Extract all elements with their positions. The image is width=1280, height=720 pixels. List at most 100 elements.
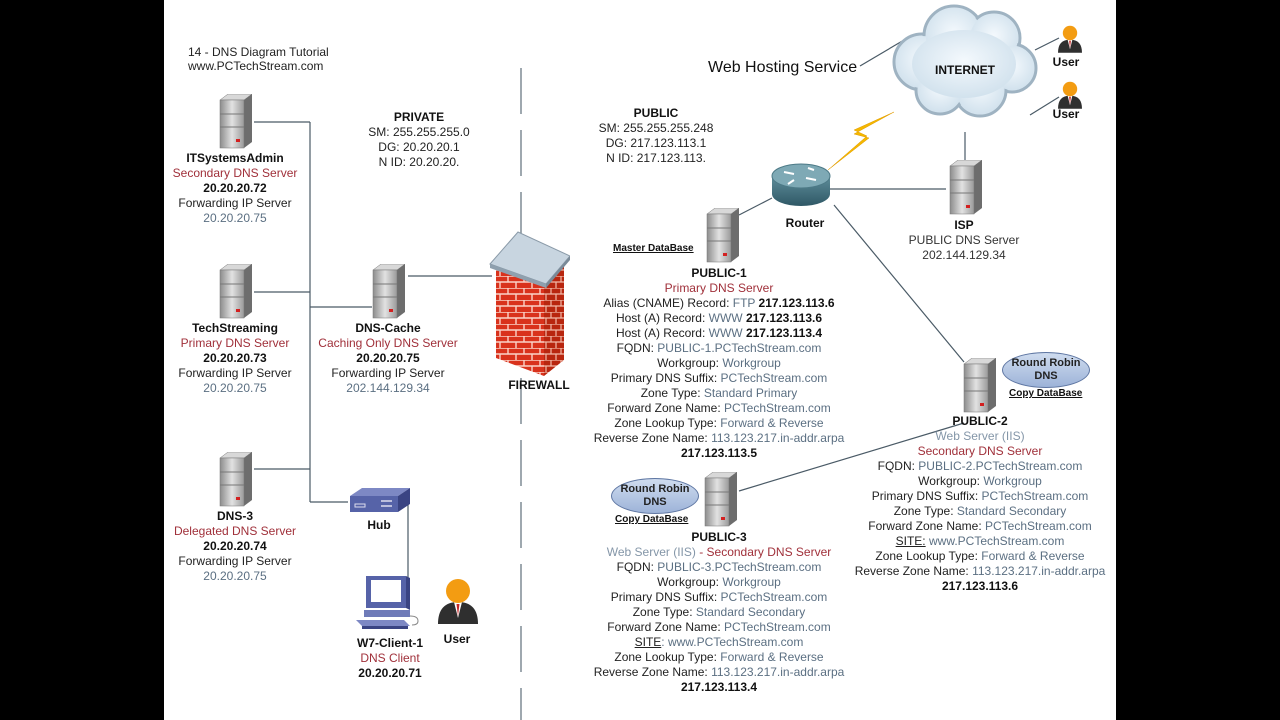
server-name: PUBLIC-3 xyxy=(691,530,747,544)
property-row: Primary DNS Suffix: PCTechStream.com xyxy=(594,590,845,605)
property-row: FQDN: PUBLIC-2.PCTechStream.com xyxy=(855,459,1106,474)
property-value: WWW xyxy=(708,326,746,340)
private-zone-info: PRIVATE SM: 255.255.255.0 DG: 20.20.20.1… xyxy=(368,110,469,170)
property-value: PCTechStream.com xyxy=(720,590,828,604)
property-value: : www.PCTechStream.com xyxy=(661,635,804,649)
badge-line: DNS xyxy=(643,496,667,508)
property-value: Forward & Reverse xyxy=(981,549,1085,563)
server-icon xyxy=(219,452,253,507)
server-icon xyxy=(706,208,740,263)
badge-line: Round Robin xyxy=(1011,357,1081,369)
firewall-label: FIREWALL xyxy=(508,378,570,392)
client-name: W7-Client-1 xyxy=(357,636,423,650)
user-label: User xyxy=(1052,107,1080,121)
property-row: Zone Type: Standard Secondary xyxy=(594,605,845,620)
diagram-header: 14 - DNS Diagram Tutorial www.PCTechStre… xyxy=(188,45,329,73)
property-row: Host (A) Record: WWW 217.123.113.4 xyxy=(594,326,845,341)
property-label: Primary DNS Suffix: xyxy=(610,371,721,385)
router-icon xyxy=(771,163,831,206)
property-label: Alias (CNAME) Record: xyxy=(603,296,733,310)
user-icon xyxy=(1058,81,1082,109)
server-forwarding-label: Forwarding IP Server xyxy=(178,366,292,380)
server-ip: 20.20.20.73 xyxy=(203,351,267,365)
server-forwarding-ip: 20.20.20.75 xyxy=(203,569,267,583)
user-icon xyxy=(1058,25,1082,53)
property-value: Forward & Reverse xyxy=(720,650,824,664)
property-row: FQDN: PUBLIC-3.PCTechStream.com xyxy=(594,560,845,575)
server-role: PUBLIC DNS Server xyxy=(908,233,1020,247)
property-value: 113.123.217.in-addr.arpa xyxy=(711,665,845,679)
property-row: Workgroup: Workgroup xyxy=(594,356,845,371)
web-hosting-label: Web Hosting Service xyxy=(708,59,858,76)
server-dns3[interactable]: DNS-3 Delegated DNS Server 20.20.20.74 F… xyxy=(174,509,296,584)
property-row: Forward Zone Name: PCTechStream.com xyxy=(594,620,845,635)
property-value: Workgroup xyxy=(722,575,781,589)
public-subnet-mask: SM: 255.255.255.248 xyxy=(598,121,714,135)
link-public1-router xyxy=(738,197,773,216)
link-web-hosting xyxy=(859,39,905,67)
link-user2 xyxy=(1029,96,1060,116)
client-role: DNS Client xyxy=(360,651,420,665)
property-row: Primary DNS Suffix: PCTechStream.com xyxy=(855,489,1106,504)
server-public1[interactable]: PUBLIC-1 Primary DNS Server Alias (CNAME… xyxy=(594,266,845,461)
server-roles: Web Server (IIS) - Secondary DNS Server xyxy=(594,545,845,560)
property-value: Standard Primary xyxy=(703,386,798,400)
server-name: ISP xyxy=(954,218,974,232)
property-label: Forward Zone Name: xyxy=(868,519,986,533)
property-label: Primary DNS Suffix: xyxy=(610,590,721,604)
property-value: PCTechStream.com xyxy=(985,519,1092,533)
server-ip: 20.20.20.74 xyxy=(203,539,267,553)
isp-server[interactable]: ISP PUBLIC DNS Server 202.144.129.34 xyxy=(909,218,1020,263)
server-ip: 217.123.113.4 xyxy=(680,680,758,694)
user-label: User xyxy=(1052,55,1080,69)
private-network-id: N ID: 20.20.20. xyxy=(378,155,460,169)
property-row: Zone Type: Standard Secondary xyxy=(855,504,1106,519)
server-forwarding-label: Forwarding IP Server xyxy=(178,554,292,568)
server-dns-cache[interactable]: DNS-Cache Caching Only DNS Server 20.20.… xyxy=(318,321,457,396)
server-forwarding-label: Forwarding IP Server xyxy=(178,196,292,210)
copy-database-tag: Copy DataBase xyxy=(615,514,689,525)
server-public3[interactable]: PUBLIC-3 Web Server (IIS) - Secondary DN… xyxy=(594,530,845,695)
server-role: Primary DNS Server xyxy=(180,336,290,350)
property-label: Reverse Zone Name: xyxy=(593,665,712,679)
badge-line: DNS xyxy=(1034,370,1058,382)
badge-line: Round Robin xyxy=(620,483,690,495)
property-value: www.PCTechStream.com xyxy=(925,534,1065,548)
property-label: SITE xyxy=(634,635,662,649)
property-label: Workgroup: xyxy=(657,575,723,589)
property-label: Forward Zone Name: xyxy=(607,401,725,415)
property-label: Host (A) Record: xyxy=(615,311,709,325)
server-ip: 217.123.113.5 xyxy=(680,446,758,460)
property-row: Zone Lookup Type: Forward & Reverse xyxy=(855,549,1106,564)
wan-bolt-icon xyxy=(827,111,895,171)
property-label: Zone Lookup Type: xyxy=(875,549,982,563)
property-row: Zone Lookup Type: Forward & Reverse xyxy=(594,650,845,665)
server-itsystemsadmin[interactable]: ITSystemsAdmin Secondary DNS Server 20.2… xyxy=(173,151,298,226)
property-row: Forward Zone Name: PCTechStream.com xyxy=(594,401,845,416)
server-name: DNS-Cache xyxy=(355,321,421,335)
property-value: Standard Secondary xyxy=(695,605,806,619)
property-value: PCTechStream.com xyxy=(724,620,831,634)
public-default-gateway: DG: 217.123.113.1 xyxy=(605,136,707,150)
server-icon xyxy=(219,264,253,319)
server-techstreaming[interactable]: TechStreaming Primary DNS Server 20.20.2… xyxy=(178,321,291,396)
property-label: SITE: xyxy=(895,534,926,548)
server-icon xyxy=(963,358,997,413)
property-value: PUBLIC-3.PCTechStream.com xyxy=(657,560,822,574)
server-public2[interactable]: PUBLIC-2 Web Server (IIS) Secondary DNS … xyxy=(855,414,1106,594)
property-label: Zone Lookup Type: xyxy=(614,416,721,430)
server-forwarding-ip: 20.20.20.75 xyxy=(203,381,267,395)
property-value: PCTechStream.com xyxy=(724,401,831,415)
connection-lines xyxy=(254,37,1060,720)
link-user1 xyxy=(1034,37,1060,51)
copy-database-tag: Copy DataBase xyxy=(1009,388,1083,399)
private-zone-title: PRIVATE xyxy=(393,110,445,124)
property-value: 113.123.217.in-addr.arpa xyxy=(972,564,1106,578)
user-icon xyxy=(438,579,478,624)
client-w7-client-1[interactable]: W7-Client-1 DNS Client 20.20.20.71 xyxy=(357,636,423,681)
property-row: Zone Type: Standard Primary xyxy=(594,386,845,401)
server-ip: 20.20.20.72 xyxy=(203,181,267,195)
hub-icon xyxy=(350,488,410,512)
